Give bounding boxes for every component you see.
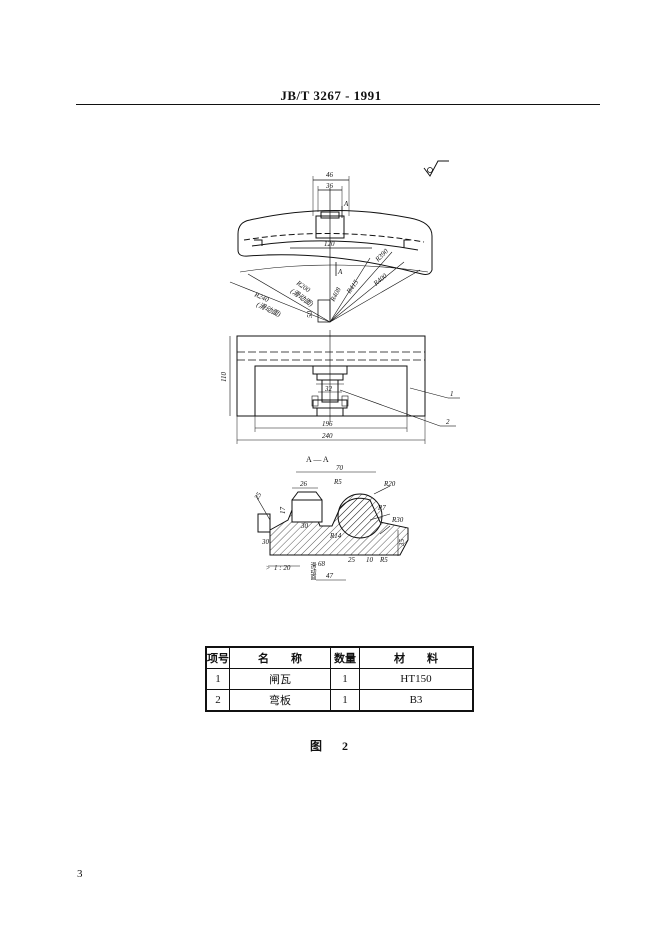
cell-quantity: 1 bbox=[330, 689, 360, 712]
radius-r14: R14 bbox=[329, 532, 342, 540]
taper-angle-mark: > bbox=[266, 564, 270, 572]
table-header-row: 项号 名 称 数量 材 料 bbox=[205, 646, 474, 669]
radius-r400: R400 bbox=[371, 272, 389, 289]
radius-r5-bottom: R5 bbox=[379, 556, 388, 564]
item-ref-2: 2 bbox=[446, 418, 450, 426]
dim-25-bottom: 25 bbox=[348, 556, 356, 564]
parts-table: 项号 名 称 数量 材 料 1 闸瓦 1 HT150 2 弯板 1 B3 bbox=[205, 646, 474, 712]
radius-r7: R7 bbox=[377, 504, 386, 512]
radius-r20: R20 bbox=[383, 480, 396, 488]
cell-quantity: 1 bbox=[330, 668, 360, 690]
dim-10: 10 bbox=[366, 556, 374, 564]
section-view bbox=[255, 471, 409, 581]
section-mark-bottom: A bbox=[337, 268, 343, 276]
radius-r30: R30 bbox=[391, 516, 404, 524]
cell-name: 弯板 bbox=[229, 689, 331, 712]
dim-35: 35 bbox=[398, 539, 406, 548]
dim-17: 17 bbox=[279, 507, 287, 515]
surface-finish-icon bbox=[423, 160, 449, 177]
radius-r415: R415 bbox=[345, 278, 361, 296]
dim-30-left: 30 bbox=[261, 538, 270, 546]
sliding-face-2: (滑动面) bbox=[255, 301, 282, 319]
dim-30-inner: 30 bbox=[300, 522, 309, 530]
front-view-labels: 110 32 196 240 1 2 bbox=[220, 372, 454, 440]
cell-material: HT150 bbox=[359, 668, 474, 690]
section-mark-top: A bbox=[343, 200, 349, 208]
dim-110: 110 bbox=[220, 372, 228, 382]
top-view-labels: 46 36 A 120 A 50 R200 (滑动面) R240 (滑动面) R… bbox=[252, 171, 390, 319]
dim-70: 70 bbox=[336, 464, 344, 472]
radius-r408: R408 bbox=[328, 286, 343, 304]
header-item-no: 项号 bbox=[205, 646, 230, 669]
section-title: A — A bbox=[306, 455, 329, 464]
taper-note: 1 : 20 bbox=[274, 564, 291, 572]
header-material: 材 料 bbox=[359, 646, 474, 669]
sliding-face-label: 滑动面 bbox=[309, 561, 316, 581]
item-ref-1: 1 bbox=[450, 390, 454, 398]
cell-material: B3 bbox=[359, 689, 474, 712]
dim-46: 46 bbox=[326, 171, 334, 179]
dim-196: 196 bbox=[322, 420, 333, 428]
radius-r390: R390 bbox=[373, 247, 390, 264]
cell-item-no: 1 bbox=[205, 668, 230, 690]
dim-36: 36 bbox=[325, 182, 334, 190]
cell-name: 闸瓦 bbox=[229, 668, 331, 690]
front-view bbox=[229, 330, 460, 444]
radius-r5-top: R5 bbox=[333, 478, 342, 486]
dim-26: 26 bbox=[300, 480, 308, 488]
table-row: 1 闸瓦 1 HT150 bbox=[205, 668, 474, 690]
dim-32: 32 bbox=[324, 385, 333, 393]
section-view-labels: 70 26 R5 R20 25 17 R7 R30 30 R14 30 35 6… bbox=[253, 464, 406, 581]
header-name: 名 称 bbox=[229, 646, 331, 669]
dim-47: 47 bbox=[326, 572, 334, 580]
page-number: 3 bbox=[77, 868, 83, 880]
header-quantity: 数量 bbox=[330, 646, 360, 669]
dim-120: 120 bbox=[324, 240, 335, 248]
top-view bbox=[229, 176, 433, 323]
technical-drawing: 46 36 A 120 A 50 R200 (滑动面) R240 (滑动面) R… bbox=[220, 160, 460, 581]
dim-240: 240 bbox=[322, 432, 333, 440]
cell-item-no: 2 bbox=[205, 689, 230, 712]
figure-caption: 图 2 bbox=[309, 739, 352, 753]
header-rule bbox=[76, 104, 600, 105]
document-header: JB/T 3267 - 1991 bbox=[280, 88, 382, 103]
table-row: 2 弯板 1 B3 bbox=[205, 689, 474, 712]
dim-25-left: 25 bbox=[253, 491, 264, 501]
dim-50: 50 bbox=[306, 311, 314, 319]
angle-68: 68 bbox=[318, 560, 326, 568]
